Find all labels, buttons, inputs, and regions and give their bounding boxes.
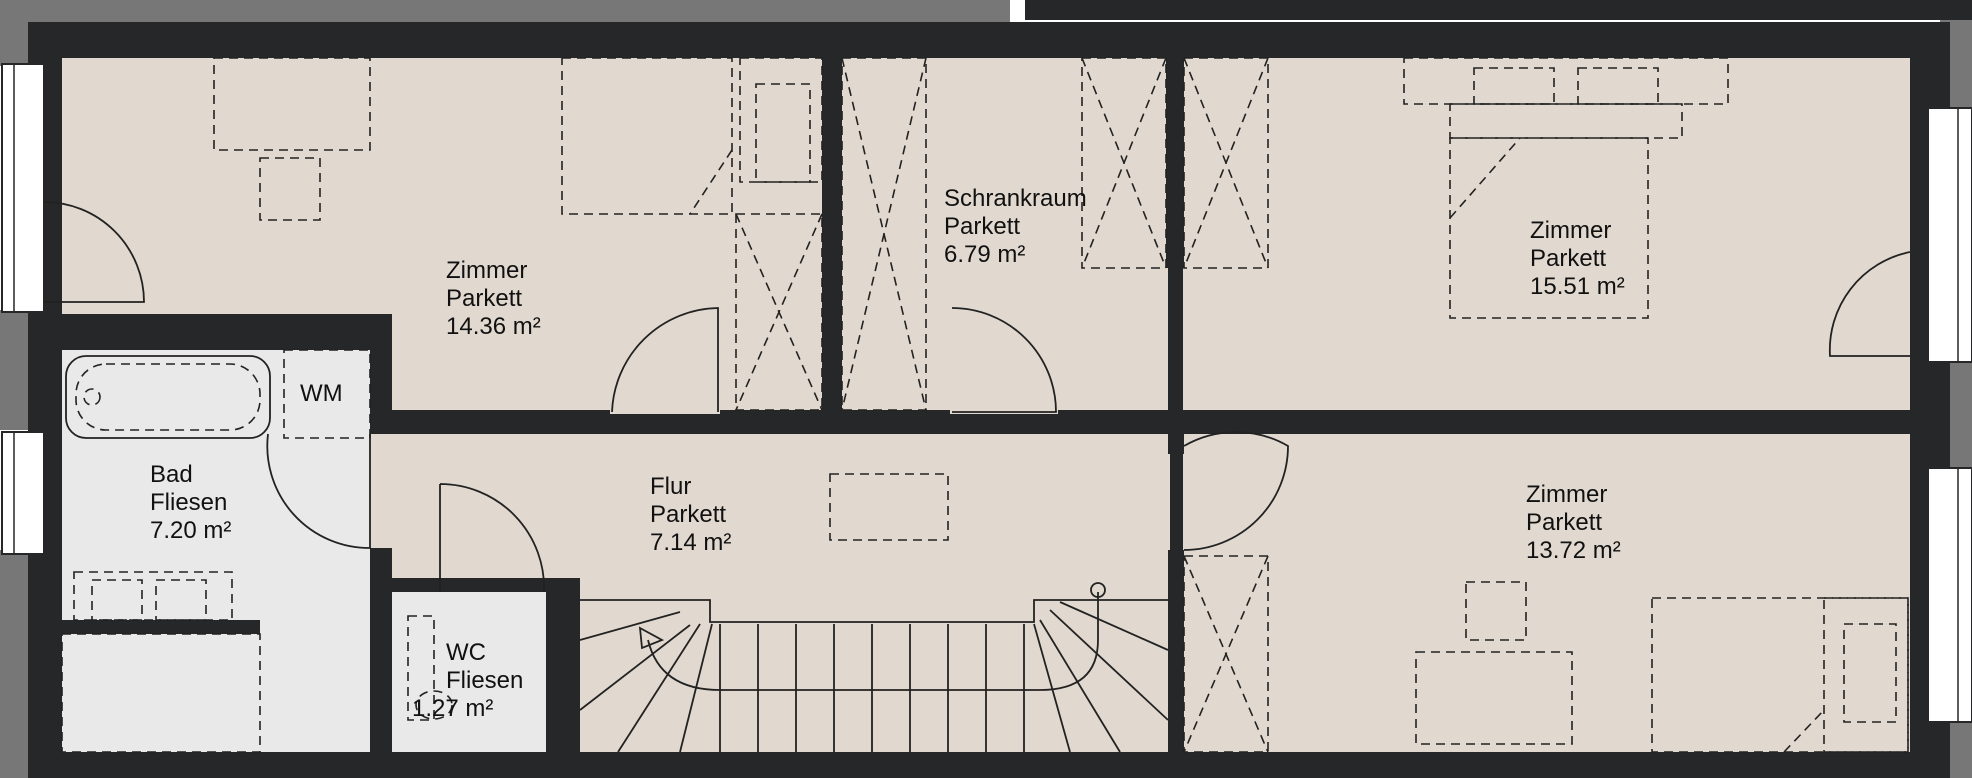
room-label-bad: Bad Fliesen 7.20 m²	[150, 461, 231, 544]
furniture	[61, 57, 1909, 753]
washing-machine	[283, 349, 371, 439]
outer-context-left-side	[0, 0, 30, 66]
svg-text:Zimmer: Zimmer	[1530, 217, 1611, 244]
bed-se	[1651, 597, 1909, 753]
door-ne-room	[1828, 251, 1911, 357]
svg-text:WC: WC	[446, 639, 486, 666]
interior-walls	[62, 58, 1910, 752]
window-east-1	[1927, 107, 1972, 363]
wardrobe-schrankraum	[841, 57, 927, 411]
room-label-flur: Flur Parkett 7.14 m²	[650, 473, 731, 556]
flur-table	[829, 473, 949, 541]
washing-machine-label: WM	[300, 380, 343, 407]
door-west-room-flur	[611, 307, 719, 413]
room-label-zimmer-west: Zimmer Parkett 14.36 m²	[446, 257, 541, 340]
bed-ne	[1449, 137, 1649, 319]
svg-text:Parkett: Parkett	[650, 501, 726, 528]
room-label-zimmer-ne: Zimmer Parkett 15.51 m²	[1530, 217, 1625, 300]
svg-text:7.20 m²: 7.20 m²	[150, 517, 231, 544]
svg-text:13.72 m²: 13.72 m²	[1526, 537, 1621, 564]
chair	[259, 157, 321, 221]
svg-text:Fliesen: Fliesen	[150, 489, 227, 516]
svg-text:1.27 m²: 1.27 m²	[412, 695, 493, 722]
window-west-1	[1, 63, 45, 313]
door-bad	[266, 433, 371, 549]
desk	[213, 57, 371, 151]
svg-text:7.14 m²: 7.14 m²	[650, 529, 731, 556]
svg-text:Schrankraum: Schrankraum	[944, 185, 1087, 212]
room-label-wc: WC Fliesen 1.27 m²	[412, 639, 523, 722]
room-label-zimmer-se: Zimmer Parkett 13.72 m²	[1526, 481, 1621, 564]
wardrobe-west	[735, 213, 823, 411]
outer-context-left-edge	[0, 310, 28, 430]
door-schrankraum	[951, 307, 1057, 413]
bathtub-shower	[61, 633, 261, 753]
svg-text:Fliesen: Fliesen	[446, 667, 523, 694]
doors	[43, 201, 1911, 593]
door-wc	[439, 483, 545, 593]
svg-text:Flur: Flur	[650, 473, 691, 500]
desk-se	[1415, 651, 1573, 745]
windows	[1, 63, 1972, 723]
svg-text:Zimmer: Zimmer	[446, 257, 527, 284]
bathtub	[65, 355, 271, 439]
svg-text:15.51 m²: 15.51 m²	[1530, 273, 1625, 300]
svg-text:Bad: Bad	[150, 461, 193, 488]
room-label-schrankraum: Schrankraum Parkett 6.79 m²	[944, 185, 1087, 268]
window-east-2	[1927, 467, 1972, 723]
staircase	[579, 582, 1169, 753]
svg-text:14.36 m²: 14.36 m²	[446, 313, 541, 340]
svg-text:Parkett: Parkett	[446, 285, 522, 312]
svg-text:Parkett: Parkett	[1526, 509, 1602, 536]
svg-text:Parkett: Parkett	[944, 213, 1020, 240]
outer-context-left-edge-2	[0, 550, 28, 778]
door-west-room	[43, 201, 145, 303]
svg-text:Zimmer: Zimmer	[1526, 481, 1607, 508]
wardrobe-se	[1183, 555, 1269, 753]
room-labels: Zimmer Parkett 14.36 m² Schrankraum Park…	[150, 185, 1625, 722]
svg-text:6.79 m²: 6.79 m²	[944, 241, 1025, 268]
door-se-room	[1183, 431, 1289, 551]
outer-context-right	[1025, 0, 1972, 20]
bed-west	[561, 57, 733, 215]
window-west-2	[1, 431, 45, 555]
svg-text:Parkett: Parkett	[1530, 245, 1606, 272]
